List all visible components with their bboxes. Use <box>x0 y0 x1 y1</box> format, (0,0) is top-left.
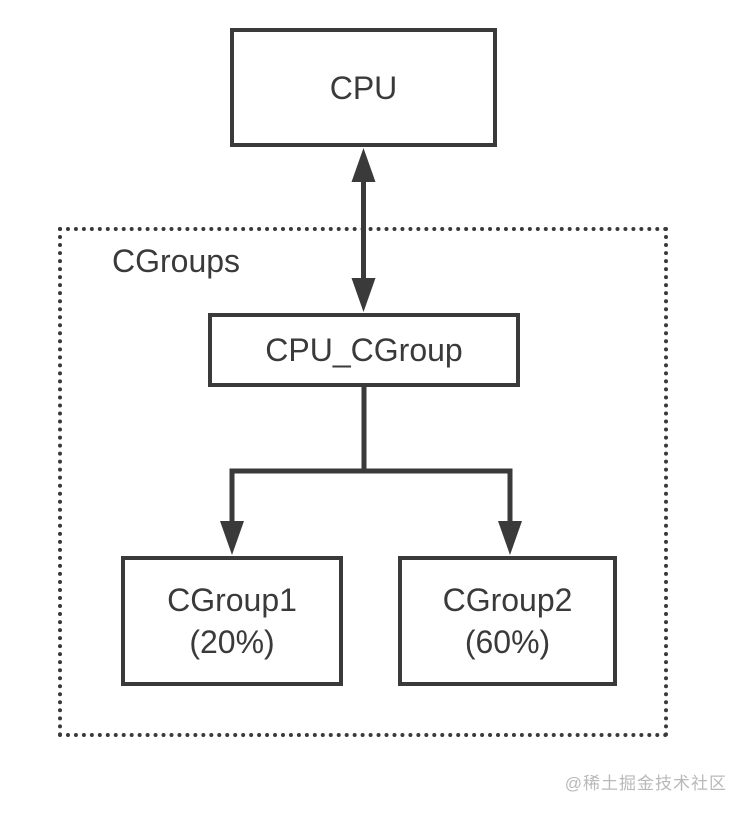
node-cpu-cgroup: CPU_CGroup <box>208 313 520 387</box>
node-cpu-cgroup-label: CPU_CGroup <box>265 332 463 368</box>
node-cpu: CPU <box>230 28 497 147</box>
node-cpu-label: CPU <box>329 69 398 106</box>
node-cgroup2-label: CGroup2 <box>442 582 573 618</box>
cgroups-container-label: CGroups <box>112 243 241 279</box>
node-cgroup2: CGroup2 (60%) <box>398 556 617 686</box>
node-cgroup1-label: CGroup1 <box>167 582 297 618</box>
node-cgroup1: CGroup1 (20%) <box>121 556 343 686</box>
node-cgroup1-share: (20%) <box>189 624 275 660</box>
node-cgroup2-share: (60%) <box>464 624 551 660</box>
watermark-text: @稀土掘金技术社区 <box>564 774 727 793</box>
